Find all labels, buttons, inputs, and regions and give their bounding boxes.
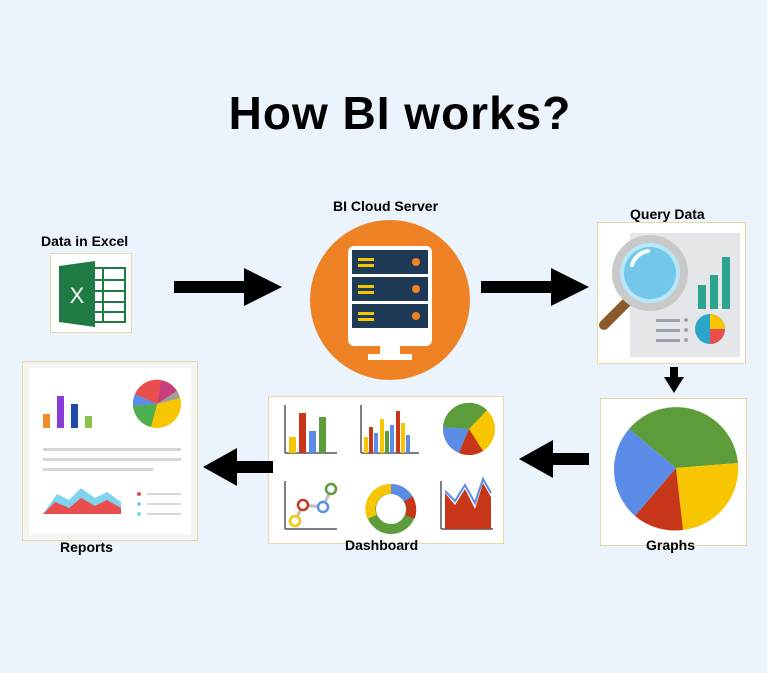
- dashboard-icon: [284, 402, 495, 534]
- page-title: How BI works?: [228, 87, 572, 139]
- arrow-excel-to-server: [174, 268, 282, 306]
- reports-label: Reports: [60, 539, 113, 555]
- magnifier-icon: [599, 233, 740, 357]
- report-icon: [23, 362, 197, 540]
- excel-card: X: [50, 253, 132, 333]
- reports-card: [22, 361, 198, 541]
- query-label: Query Data: [630, 206, 705, 222]
- arrow-query-to-graphs: [664, 367, 684, 393]
- arrow-server-to-query: [481, 268, 589, 306]
- excel-label: Data in Excel: [41, 233, 129, 249]
- arrow-graphs-to-dashboard: [519, 440, 589, 478]
- excel-letter: X: [70, 283, 85, 308]
- server-icon: [310, 220, 470, 380]
- pie-chart-icon: [613, 407, 739, 531]
- graphs-card: [600, 398, 747, 546]
- query-card: [597, 222, 746, 364]
- graphs-label: Graphs: [646, 537, 696, 553]
- arrow-dashboard-to-reports: [203, 448, 273, 486]
- dashboard-label: Dashboard: [345, 537, 419, 553]
- excel-icon: X: [59, 261, 126, 327]
- server-label: BI Cloud Server: [333, 198, 439, 214]
- dashboard-card: [268, 396, 504, 544]
